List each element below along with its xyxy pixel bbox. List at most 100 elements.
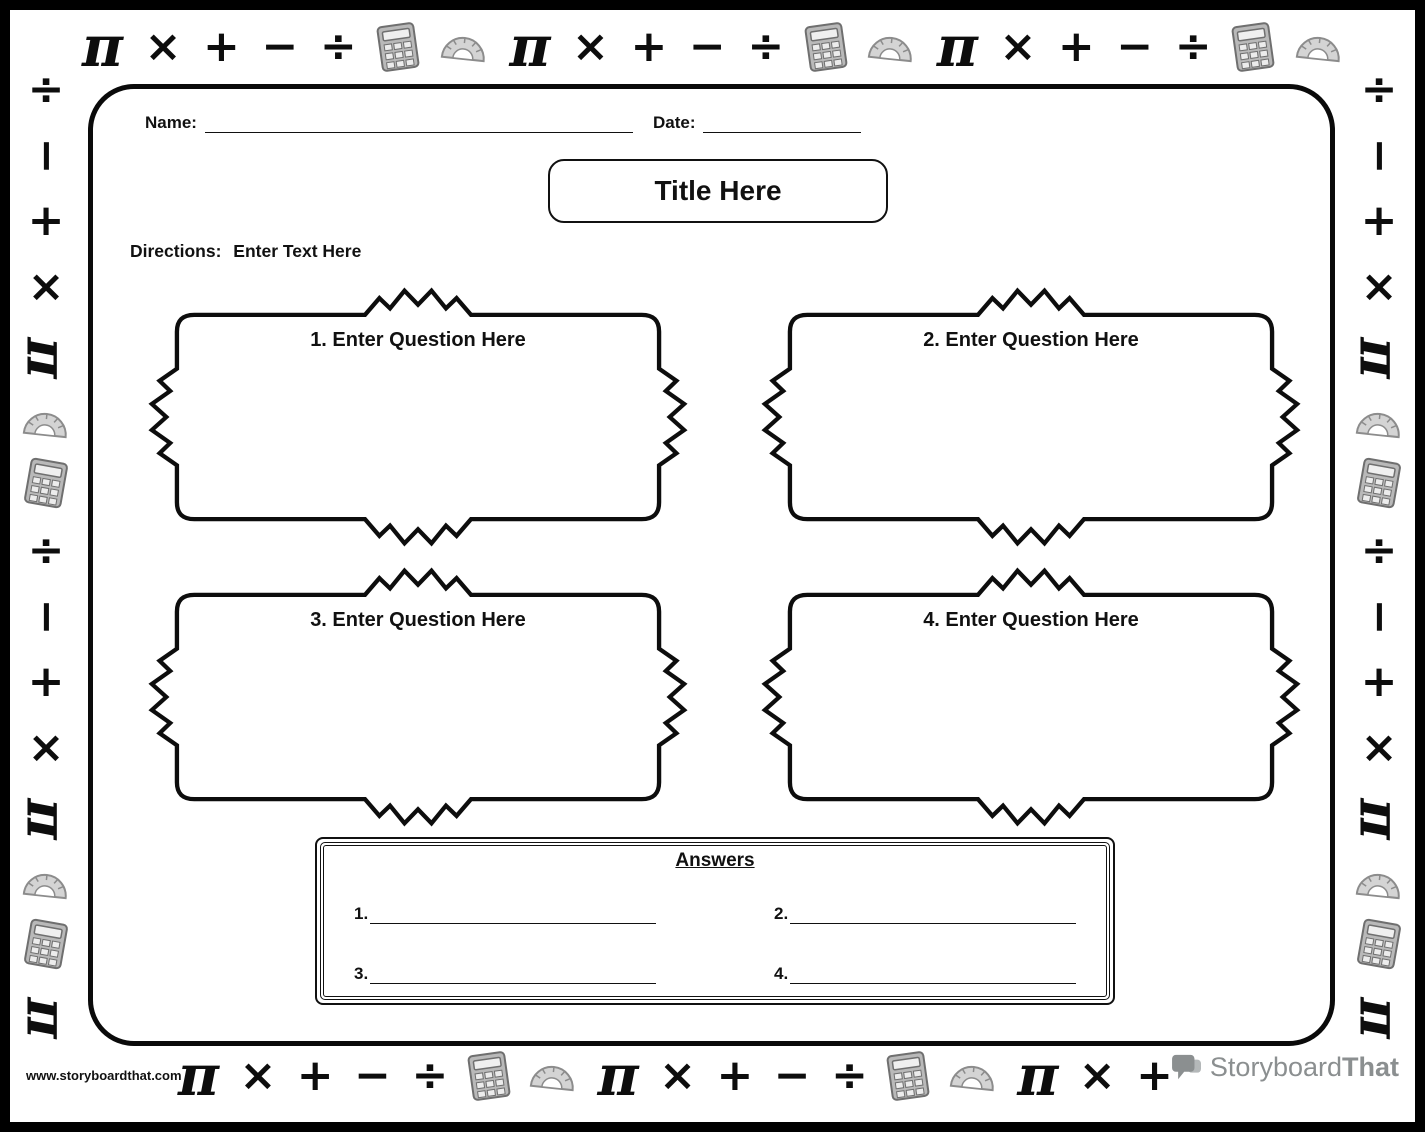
minus-icon: − xyxy=(688,21,726,72)
brand-name-regular: Storyboard xyxy=(1209,1052,1342,1082)
question-box-4[interactable]: 4. Enter Question Here xyxy=(761,567,1301,827)
pi-icon: π xyxy=(597,1043,639,1109)
plus-icon: + xyxy=(27,656,65,708)
directions-text[interactable]: Enter Text Here xyxy=(233,241,362,261)
minus-icon: − xyxy=(1354,137,1405,174)
pi-icon: π xyxy=(1346,997,1412,1039)
calculator-icon xyxy=(1230,20,1276,73)
divide-icon: ÷ xyxy=(1174,21,1212,72)
multiply-icon: × xyxy=(27,260,65,312)
divide-icon: ÷ xyxy=(1360,64,1398,115)
directions: Directions: Enter Text Here xyxy=(130,241,361,262)
pi-icon: π xyxy=(509,14,551,80)
pi-icon: π xyxy=(1017,1043,1059,1109)
question-box-2[interactable]: 2. Enter Question Here xyxy=(761,287,1301,547)
pi-icon: π xyxy=(178,1043,219,1109)
plus-icon: + xyxy=(1136,1050,1173,1101)
divide-icon: ÷ xyxy=(27,524,65,576)
multiply-icon: × xyxy=(1360,260,1398,312)
divide-icon: ÷ xyxy=(411,1050,449,1101)
protractor-icon xyxy=(1354,405,1405,440)
burst-border xyxy=(148,567,688,827)
calculator-icon xyxy=(885,1049,931,1102)
protractor-icon xyxy=(947,1059,998,1094)
worksheet-title[interactable]: Title Here xyxy=(654,175,782,206)
website-url: www.storyboardthat.com xyxy=(26,1068,182,1083)
name-date-row: Name: Date: xyxy=(145,113,862,133)
pi-icon: π xyxy=(936,14,978,80)
multiply-icon: × xyxy=(239,1050,277,1101)
protractor-icon xyxy=(21,405,72,440)
directions-label: Directions: xyxy=(130,241,222,261)
answer-input-line-2[interactable] xyxy=(790,908,1076,924)
answers-box-innermost-border: Answers 1. 2. 3. xyxy=(323,845,1107,997)
calculator-icon xyxy=(803,20,849,73)
question-4-label[interactable]: 4. Enter Question Here xyxy=(923,609,1139,631)
pi-icon: π xyxy=(1346,798,1412,840)
pi-icon: π xyxy=(82,14,123,80)
answers-box: Answers 1. 2. 3. xyxy=(315,837,1115,1005)
burst-border xyxy=(761,567,1301,827)
calculator-icon xyxy=(466,1049,512,1102)
divide-icon: ÷ xyxy=(319,21,357,72)
protractor-icon xyxy=(528,1059,579,1094)
multiply-icon: × xyxy=(144,21,182,72)
answer-input-line-1[interactable] xyxy=(370,908,656,924)
pi-icon: π xyxy=(1346,337,1412,379)
multiply-icon: × xyxy=(999,21,1037,72)
answer-row-2: 2. xyxy=(774,886,1076,924)
divide-icon: ÷ xyxy=(1360,524,1398,576)
plus-icon: + xyxy=(27,195,65,247)
answers-title: Answers xyxy=(675,850,755,871)
divide-icon: ÷ xyxy=(747,21,785,72)
title-box[interactable]: Title Here xyxy=(548,159,888,223)
protractor-icon xyxy=(1354,866,1405,901)
calculator-icon xyxy=(375,20,421,73)
answer-input-line-4[interactable] xyxy=(790,968,1076,984)
burst-border xyxy=(761,287,1301,547)
divide-icon: ÷ xyxy=(831,1050,868,1101)
question-box-1[interactable]: 1. Enter Question Here xyxy=(148,287,688,547)
bottom-math-border: π × + − ÷ π × + − ÷ π × + xyxy=(178,1040,1173,1112)
question-2-label[interactable]: 2. Enter Question Here xyxy=(923,329,1139,351)
answer-number-1: 1. xyxy=(354,904,369,923)
brand-name-bold: That xyxy=(1342,1052,1399,1082)
answer-row-1: 1. xyxy=(354,886,656,924)
minus-icon: − xyxy=(1116,21,1154,72)
name-input-line[interactable] xyxy=(204,118,633,133)
answer-input-line-3[interactable] xyxy=(370,968,656,984)
plus-icon: + xyxy=(630,21,668,72)
minus-icon: − xyxy=(261,21,299,72)
plus-icon: + xyxy=(296,1050,334,1101)
calculator-icon xyxy=(1355,917,1403,971)
calculator-icon xyxy=(22,456,70,510)
storyboardthat-logo: StoryboardThat xyxy=(1171,1052,1399,1083)
answer-number-2: 2. xyxy=(774,904,789,923)
burst-border xyxy=(148,287,688,547)
multiply-icon: × xyxy=(27,721,65,773)
name-label: Name: xyxy=(145,113,197,132)
protractor-icon xyxy=(438,30,489,65)
calculator-icon xyxy=(1355,456,1403,510)
protractor-icon xyxy=(866,30,917,65)
date-input-line[interactable] xyxy=(703,118,862,133)
answer-number-3: 3. xyxy=(354,964,369,983)
answer-row-3: 3. xyxy=(354,946,656,984)
minus-icon: − xyxy=(1354,598,1405,635)
divide-icon: ÷ xyxy=(27,64,65,115)
question-box-3[interactable]: 3. Enter Question Here xyxy=(148,567,688,827)
worksheet-panel: Name: Date: Title Here Directions: Enter… xyxy=(88,84,1335,1046)
protractor-icon xyxy=(1293,30,1344,65)
answers-grid: 1. 2. 3. 4. xyxy=(324,872,1106,984)
pi-icon: π xyxy=(13,798,79,840)
answer-number-4: 4. xyxy=(774,964,789,983)
date-label: Date: xyxy=(652,113,696,132)
top-math-border: π × + − ÷ π × + − ÷ π × + − ÷ xyxy=(82,12,1343,82)
plus-icon: + xyxy=(716,1050,754,1101)
minus-icon: − xyxy=(21,137,72,174)
question-3-label[interactable]: 3. Enter Question Here xyxy=(310,609,526,631)
right-math-border: ÷ − + × π ÷ − + × π π xyxy=(1345,68,1413,1046)
question-1-label[interactable]: 1. Enter Question Here xyxy=(310,329,526,351)
protractor-icon xyxy=(21,866,72,901)
left-math-border: ÷ − + × π ÷ − + × π π xyxy=(12,68,80,1046)
